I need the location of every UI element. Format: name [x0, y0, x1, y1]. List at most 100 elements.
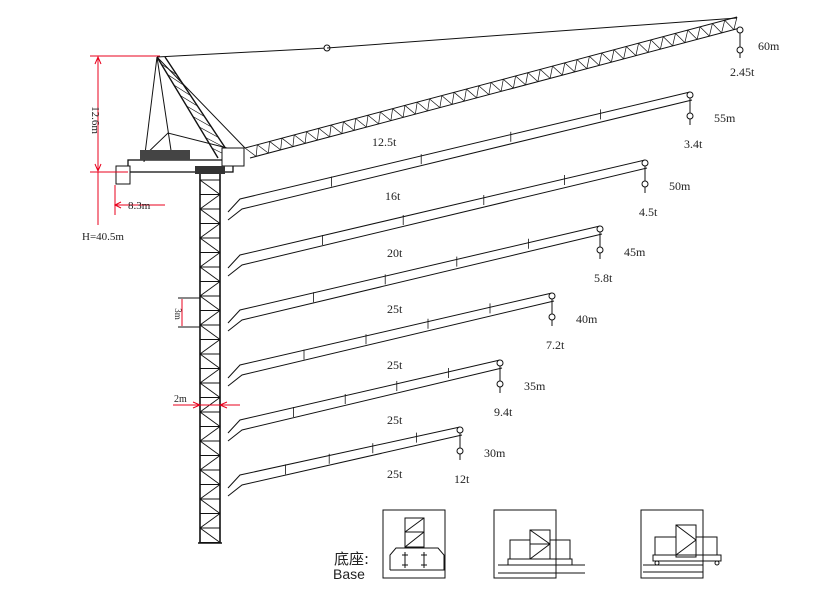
tip-load-label: 9.4t [494, 405, 513, 419]
max-load-label: 12.5t [372, 135, 397, 149]
jib-lacing [503, 78, 514, 89]
jib-lacing [574, 59, 578, 72]
jib-lacing [709, 23, 713, 37]
jib-top-chord [227, 292, 553, 379]
jib-55m [227, 91, 694, 221]
dim-arrows [94, 55, 102, 173]
jib-lacing [525, 72, 529, 85]
jib-lacing [626, 46, 637, 56]
mast-diagonal [199, 281, 221, 297]
tower-mast [198, 172, 222, 544]
jib-lacing [343, 121, 355, 131]
jib-lacing [355, 118, 367, 128]
jib-top-chord [227, 225, 601, 324]
head-height-label: 12.6m [89, 106, 101, 134]
jib-tip-sheave [686, 91, 694, 99]
wheel [714, 560, 720, 566]
jib-lacing [562, 62, 566, 76]
jib-lacing [293, 134, 306, 144]
counterweight [115, 165, 131, 185]
mast-diagonal [199, 484, 221, 500]
line [529, 529, 551, 545]
jib-bottom-chord [227, 367, 503, 442]
jib-lacing [647, 39, 652, 53]
max-load-label: 25t [387, 358, 403, 372]
jib-tip-sheave [736, 26, 744, 34]
jib-lacing [601, 52, 612, 63]
jib-lacing [255, 144, 258, 157]
ballast-left [509, 539, 531, 560]
base-travelling [640, 509, 704, 579]
jib-tip-sheave [548, 292, 556, 300]
jib-lacing [353, 118, 357, 131]
jib-40m [227, 292, 556, 387]
jib-bottom-chord [227, 233, 603, 332]
jib-lacing [650, 39, 661, 50]
mast-diagonal [199, 527, 221, 543]
mast-diagonal [199, 353, 221, 369]
jib-lacing [696, 26, 701, 40]
mast-diagonal [199, 411, 221, 427]
jib-lacing [269, 141, 281, 151]
a-frame-back [143, 56, 158, 163]
a-frame-lacing [186, 105, 204, 117]
jib-30m [227, 426, 464, 497]
dim-arrow [113, 201, 122, 209]
jib-lacing [638, 42, 649, 53]
jib-bottom-chord [227, 99, 693, 221]
jib-lacing [539, 69, 551, 79]
mast-diagonal [199, 426, 221, 442]
jib-lacing [611, 49, 615, 63]
jib-lacing [488, 82, 492, 95]
mast-diagonal [199, 179, 221, 195]
jib-lacing [586, 56, 590, 69]
base-options [382, 509, 722, 579]
jib-tip-sheave [641, 159, 649, 167]
line [404, 517, 425, 533]
line [529, 543, 551, 560]
jib-lacing [527, 72, 539, 82]
a-frame-front [164, 56, 233, 159]
jib-lacing [317, 128, 320, 141]
jib-lacing [589, 56, 600, 66]
mast-diagonal [199, 223, 221, 239]
jib-lacing [244, 147, 257, 157]
jib-lacing [660, 36, 664, 50]
tip-load-label: 7.2t [546, 338, 565, 352]
jib-lacing [416, 101, 428, 112]
hook-block [686, 112, 694, 120]
jib-length-label: 55m [714, 111, 736, 125]
hook-block [456, 447, 464, 455]
tip-load-label: 4.5t [639, 205, 658, 219]
jib-lacing [268, 141, 270, 154]
jib-lacing [257, 144, 269, 154]
jib-top-chord [227, 359, 501, 434]
luffing-jib-bottom [249, 27, 741, 159]
jib-lacing [441, 95, 453, 105]
base-block [389, 547, 445, 571]
max-load-label: 25t [387, 467, 403, 481]
jib-lacing [733, 16, 738, 30]
jib-top-chord [227, 426, 461, 489]
a-frame-rope [156, 56, 246, 149]
mast-diagonal [199, 339, 221, 355]
jib-lacing [721, 20, 726, 33]
hoist-winch [140, 150, 190, 160]
jib-configurations [227, 91, 694, 497]
jib-lacing [341, 121, 344, 134]
jib-lacing [500, 79, 504, 92]
jib-length-label: 60m [758, 39, 780, 53]
tip-load-label: 2.45t [730, 65, 755, 79]
jib-length-label: 40m [576, 312, 598, 326]
jib-lacing [724, 20, 735, 30]
mast-diagonal [199, 266, 221, 282]
operator-cab [221, 147, 245, 167]
jib-lacing [378, 111, 381, 124]
jib-lacing [366, 115, 369, 128]
jib-lacing [598, 52, 603, 66]
base-slab [507, 558, 573, 566]
jib-lacing [662, 36, 673, 47]
jib-45m [227, 225, 604, 332]
line [675, 539, 697, 556]
